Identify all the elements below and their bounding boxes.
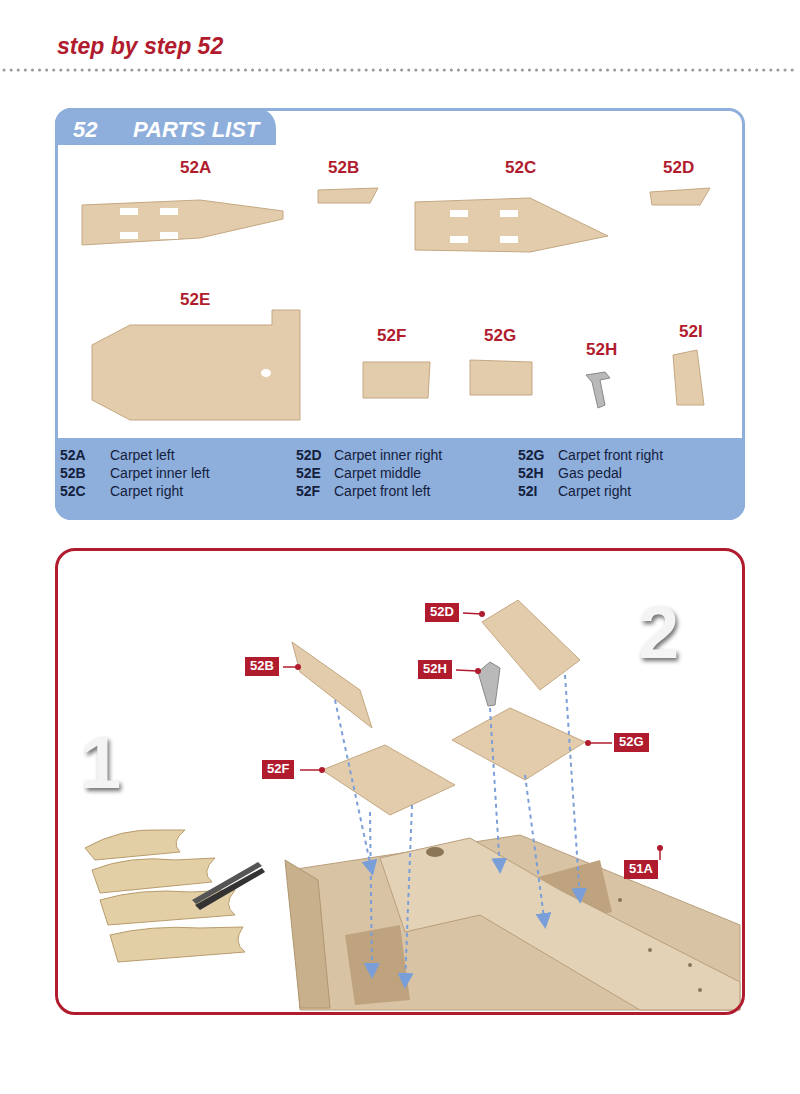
- part-code: 52H: [518, 465, 544, 481]
- step-panel: 12: [55, 548, 745, 1015]
- panel-heading: PARTS LIST: [133, 117, 259, 142]
- part-label: 52D: [663, 158, 694, 178]
- part-code: 52C: [60, 483, 86, 499]
- step-number: 52: [73, 117, 97, 142]
- part-name: Carpet right: [558, 483, 631, 499]
- part-name: Carpet left: [110, 447, 175, 463]
- part-code: 52B: [60, 465, 86, 481]
- part-name: Carpet front right: [558, 447, 663, 463]
- callout-tag: 52G: [614, 733, 649, 752]
- part-code: 52D: [296, 447, 322, 463]
- callout-tag: 52H: [418, 660, 452, 679]
- part-label: 52G: [484, 326, 516, 346]
- callout-tag: 52D: [425, 603, 459, 622]
- step-number: 2: [638, 596, 679, 670]
- part-code: 52I: [518, 483, 537, 499]
- part-name: Carpet right: [110, 483, 183, 499]
- part-label: 52F: [377, 326, 406, 346]
- part-label: 52B: [328, 158, 359, 178]
- part-name: Carpet inner left: [110, 465, 210, 481]
- part-name: Carpet front left: [334, 483, 431, 499]
- part-label: 52A: [180, 158, 211, 178]
- part-label: 52H: [586, 340, 617, 360]
- page-title: step by step 52: [57, 33, 223, 59]
- part-code: 52E: [296, 465, 321, 481]
- part-label: 52C: [505, 158, 536, 178]
- part-code: 52G: [518, 447, 544, 463]
- callout-tag: 52F: [262, 760, 294, 779]
- part-label: 52I: [679, 322, 703, 342]
- part-label: 52E: [180, 290, 210, 310]
- callout-tag: 52B: [245, 657, 279, 676]
- part-name: Carpet inner right: [334, 447, 442, 463]
- part-code: 52A: [60, 447, 86, 463]
- part-code: 52F: [296, 483, 320, 499]
- step-number: 1: [80, 726, 121, 800]
- callout-tag: 51A: [624, 860, 658, 879]
- part-name: Carpet middle: [334, 465, 421, 481]
- part-name: Gas pedal: [558, 465, 622, 481]
